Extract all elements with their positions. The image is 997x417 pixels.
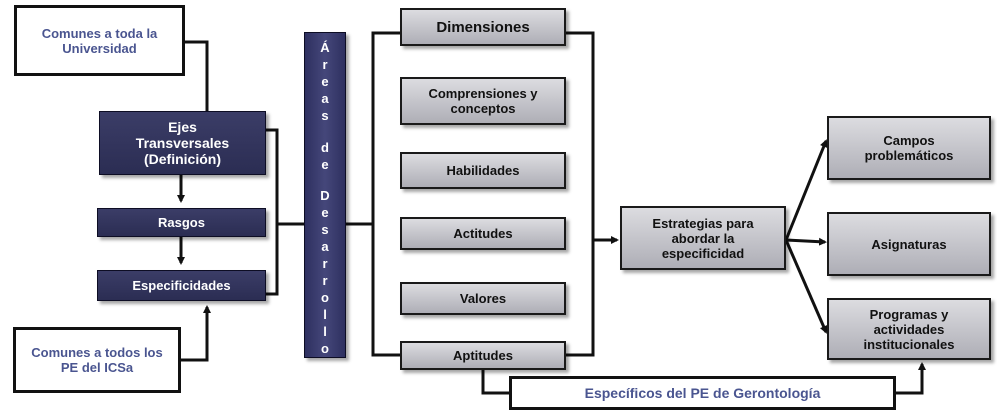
bracket-dimensiones-right xyxy=(566,31,595,357)
especificidades-label: Especificidades xyxy=(132,278,231,293)
areas-letter: r xyxy=(322,273,328,288)
actitudes-box: Actitudes xyxy=(400,217,566,250)
estrategias-label: Estrategias para abordar la especificida… xyxy=(652,215,754,261)
areas-letter: a xyxy=(321,239,329,254)
especificos-gerontologia-box: Específicos del PE de Gerontología xyxy=(509,376,896,410)
aptitudes-label: Aptitudes xyxy=(453,348,513,363)
areas-de-desarrollo-bar: Á r e a s d e D e s a r r o l l o xyxy=(304,32,346,358)
aptitudes-box: Aptitudes xyxy=(400,341,566,370)
especificos-gerontologia-label: Específicos del PE de Gerontología xyxy=(584,384,821,401)
areas-letter: s xyxy=(321,222,329,237)
comprensiones-box: Comprensiones y conceptos xyxy=(400,77,566,125)
actitudes-label: Actitudes xyxy=(453,226,513,241)
areas-letter: e xyxy=(321,74,329,89)
areas-letter: d xyxy=(321,139,329,155)
areas-letter: Á xyxy=(320,40,330,55)
dimensiones-label: Dimensiones xyxy=(436,18,530,36)
habilidades-label: Habilidades xyxy=(446,163,520,178)
areas-letter: a xyxy=(321,91,329,106)
ejes-transversales-label: Ejes Transversales (Definición) xyxy=(135,119,230,167)
programas-box: Programas y actividades institucionales xyxy=(827,298,991,360)
areas-letter: o xyxy=(321,341,329,356)
connector-universidad-ejes xyxy=(185,40,209,111)
arrow-to-campos xyxy=(784,139,828,241)
comprensiones-label: Comprensiones y conceptos xyxy=(428,86,538,116)
areas-letter: o xyxy=(321,290,329,305)
asignaturas-box: Asignaturas xyxy=(827,212,991,276)
arrow-gerontologia-programas xyxy=(896,362,926,395)
arrow-to-programas xyxy=(784,239,828,334)
areas-letter: r xyxy=(322,256,328,271)
bracket-left xyxy=(266,128,279,296)
comunes-universidad-label: Comunes a toda la Universidad xyxy=(41,25,158,56)
areas-letter: e xyxy=(321,156,329,172)
rasgos-box: Rasgos xyxy=(97,208,266,237)
comunes-universidad-box: Comunes a toda la Universidad xyxy=(14,5,185,76)
connector-aptitudes-gerontologia xyxy=(481,370,509,395)
habilidades-box: Habilidades xyxy=(400,152,566,189)
comunes-pe-label: Comunes a todos los PE del ICSa xyxy=(31,345,163,375)
dimensiones-box: Dimensiones xyxy=(400,8,566,46)
programas-label: Programas y actividades institucionales xyxy=(863,306,955,352)
campos-box: Campos problemáticos xyxy=(827,116,991,180)
comunes-pe-box: Comunes a todos los PE del ICSa xyxy=(13,327,181,393)
areas-letter: l xyxy=(323,307,327,322)
areas-letter: D xyxy=(320,188,330,203)
valores-box: Valores xyxy=(400,282,566,315)
bracket-dimensiones-left xyxy=(371,31,400,357)
areas-letter: r xyxy=(322,57,328,72)
campos-label: Campos problemáticos xyxy=(864,133,954,163)
asignaturas-label: Asignaturas xyxy=(871,236,947,252)
valores-label: Valores xyxy=(459,291,507,306)
estrategias-box: Estrategias para abordar la especificida… xyxy=(620,206,786,270)
ejes-transversales-box: Ejes Transversales (Definición) xyxy=(99,111,266,175)
especificidades-box: Especificidades xyxy=(97,270,266,301)
rasgos-label: Rasgos xyxy=(158,215,205,230)
areas-letter: s xyxy=(321,108,329,123)
arrow-comunes-pe-especificidades xyxy=(181,305,211,362)
areas-letter: l xyxy=(323,324,327,339)
areas-letter: e xyxy=(321,205,329,220)
arrow-to-asignaturas xyxy=(785,237,827,246)
